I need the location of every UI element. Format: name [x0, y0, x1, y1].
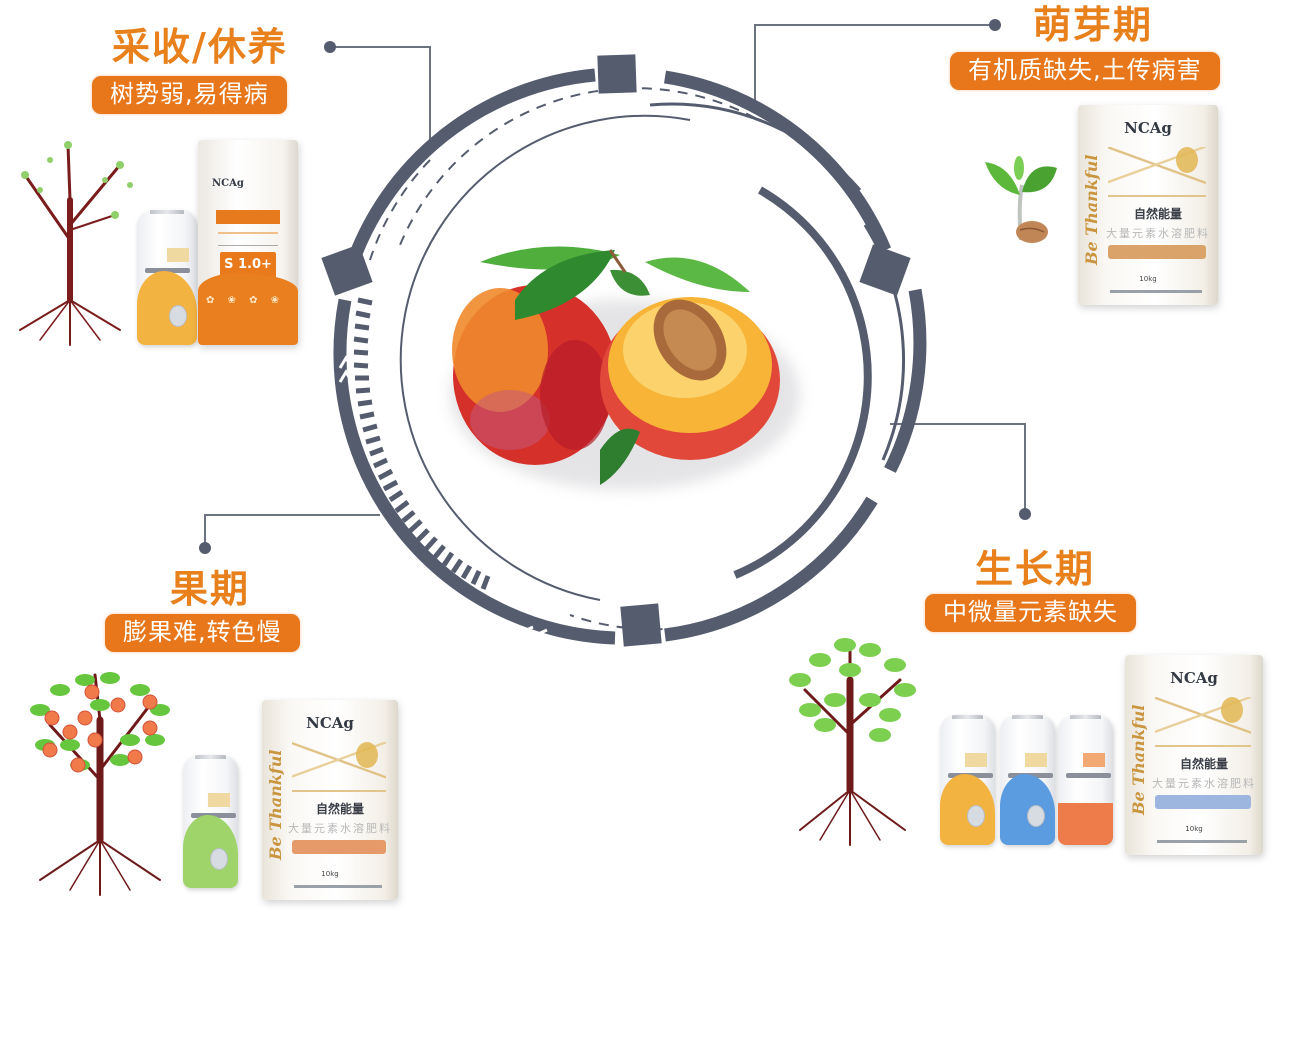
- bottle-disc: [1027, 805, 1045, 827]
- bag-footer: [1157, 840, 1247, 843]
- product-bottle-blue: [1000, 715, 1055, 845]
- bag-fertilizer-type: 大量元素水溶肥料: [1152, 777, 1256, 790]
- product-bottle-green: [183, 755, 238, 888]
- stage-problem-sprout: 有机质缺失,土传病害: [950, 52, 1220, 90]
- bag-ribbon: [216, 210, 280, 224]
- bottle-logo: [1083, 753, 1105, 767]
- connector-dots: [199, 19, 1031, 554]
- product-bag-orange: NCAg S 1.0+ ✿ ❀ ✿ ❀ ✿ ❀: [198, 140, 298, 345]
- bag-flower-pattern: ✿ ❀ ✿ ❀ ✿ ❀: [206, 295, 290, 306]
- stage-title-harvest: 采收/休养: [112, 25, 288, 69]
- bottle-cap: [195, 755, 226, 759]
- product-bag-fruit: NCAg Be Thankful 自然能量 大量元素水溶肥料 10kg: [262, 700, 398, 900]
- bag-farmhouse-graphic: [292, 742, 386, 792]
- stage-problem-growth: 中微量元素缺失: [925, 594, 1136, 632]
- connector-lines: [204, 24, 1026, 548]
- bag-brand-logo: NCAg: [1124, 119, 1172, 137]
- product-bag-sprout: NCAg Be Thankful 自然能量 大量元素水溶肥料 10kg: [1078, 105, 1218, 305]
- bottle-logo: [167, 248, 189, 262]
- bag-brand-logo: NCAg: [1170, 669, 1218, 687]
- bottle-cap: [1012, 715, 1043, 719]
- bag-product-name: 自然能量: [1133, 207, 1182, 221]
- bottle-fruit-graphic: [183, 814, 238, 888]
- inner-arcs: [369, 87, 906, 631]
- stage-title-sprout: 萌芽期: [1033, 3, 1154, 47]
- bottle-cap: [1070, 715, 1101, 719]
- bag-product-name: 自然能量: [315, 802, 364, 816]
- bottle-logo: [208, 793, 230, 807]
- bottle-disc: [210, 848, 228, 870]
- bottle-fruit-graphic: [137, 270, 197, 345]
- bottle-disc: [967, 805, 985, 827]
- ring-chevrons: [338, 139, 877, 643]
- bag-formula-band: [1155, 795, 1251, 809]
- stage-title-fruit: 果期: [170, 567, 251, 611]
- outer-ring: [333, 68, 927, 645]
- bottle-band-graphic: [1058, 803, 1113, 845]
- product-bottle-orange: [137, 210, 197, 345]
- bottle-cap: [952, 715, 983, 719]
- bag-farmhouse-graphic: [1155, 697, 1251, 747]
- peach-illustration: [450, 246, 800, 490]
- bottle-cap: [150, 210, 184, 214]
- bag-fertilizer-type: 大量元素水溶肥料: [288, 822, 392, 835]
- bag-weight: 10kg: [1185, 825, 1203, 833]
- bag-script-text: Be Thankful: [1129, 704, 1148, 816]
- bag-farmhouse-graphic: [1108, 147, 1206, 197]
- bag-text-lines: [218, 232, 278, 246]
- bag-footer: [294, 885, 382, 888]
- bottle-logo: [1025, 753, 1047, 767]
- stage-problem-harvest: 树势弱,易得病: [92, 76, 287, 114]
- bag-brand-logo: NCAg: [306, 714, 354, 732]
- bottle-label: [145, 268, 190, 273]
- bag-fertilizer-type: 大量元素水溶肥料: [1106, 227, 1210, 240]
- bag-formula-band: [1108, 245, 1206, 259]
- stage-problem-fruit: 膨果难,转色慢: [105, 614, 300, 652]
- product-bag-growth: NCAg Be Thankful 自然能量 大量元素水溶肥料 10kg: [1125, 655, 1263, 855]
- product-bottle-red: [1058, 715, 1113, 845]
- bottle-logo: [965, 753, 987, 767]
- bottle-label: [1066, 773, 1111, 778]
- ring-ticks: [353, 297, 491, 590]
- bag-footer: [1110, 290, 1202, 293]
- bag-weight: 10kg: [321, 870, 339, 878]
- stage-title-growth: 生长期: [975, 547, 1096, 591]
- product-bottle-orange: [940, 715, 995, 845]
- bottle-disc: [169, 305, 187, 327]
- bag-product-name: 自然能量: [1179, 757, 1228, 771]
- bag-orange-band: [198, 273, 298, 345]
- ring-tabs: [321, 54, 911, 647]
- bag-brand-logo: NCAg: [212, 178, 244, 189]
- bag-weight: 10kg: [1139, 275, 1157, 283]
- bag-formula-band: [292, 840, 386, 854]
